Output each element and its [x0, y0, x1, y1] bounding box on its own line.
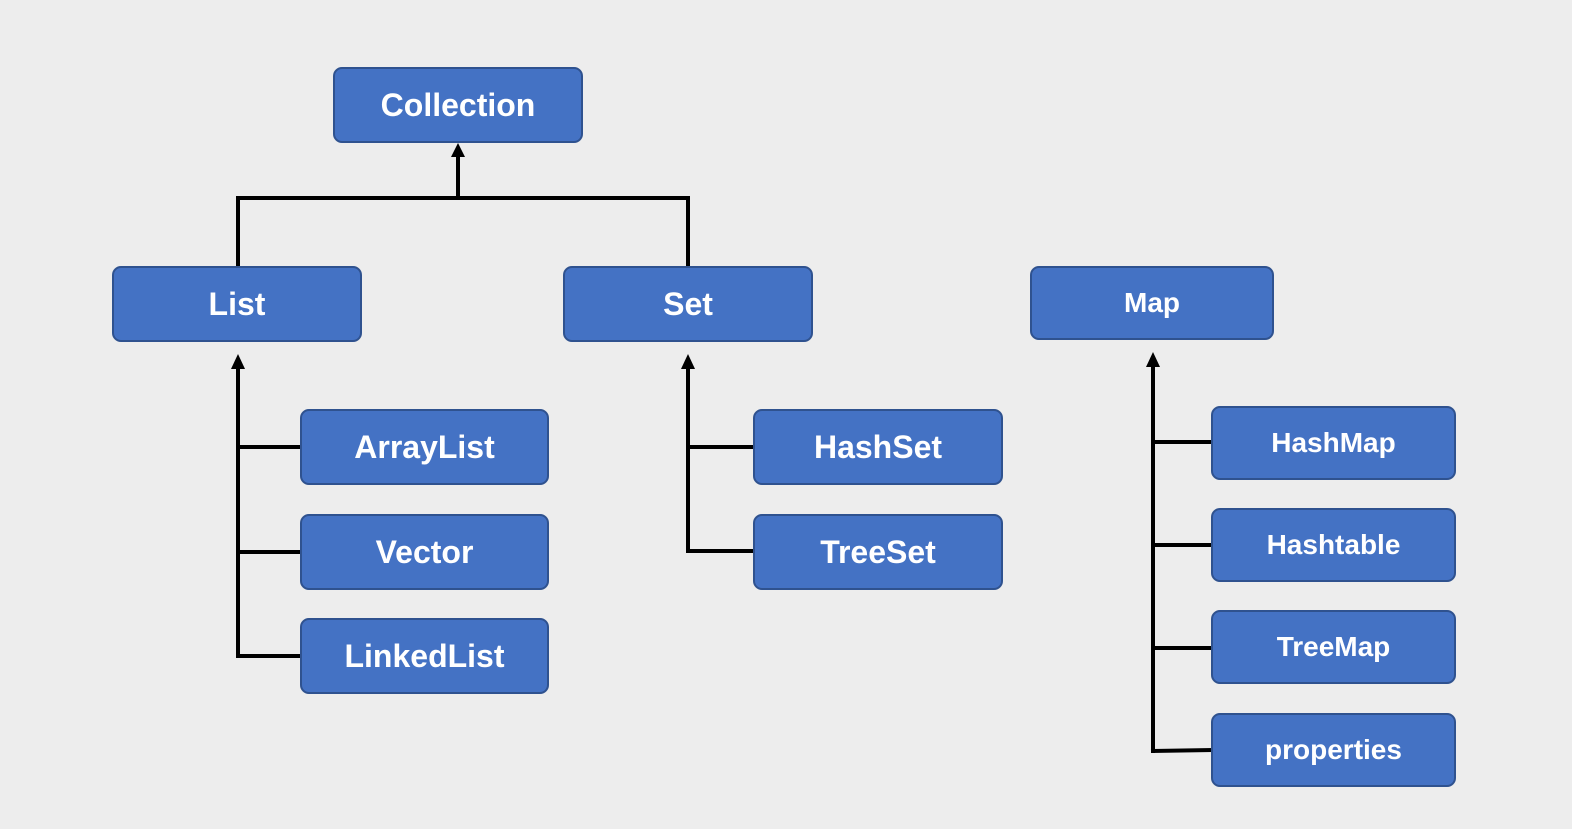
- hashtable-node: Hashtable: [1211, 508, 1456, 582]
- arrow-to-set: [681, 354, 695, 369]
- set-node: Set: [563, 266, 813, 342]
- connector-list-set-bus: [236, 196, 690, 268]
- map-node: Map: [1030, 266, 1274, 340]
- arrow-to-map: [1146, 352, 1160, 367]
- treeset-node: TreeSet: [753, 514, 1003, 590]
- treemap-node: TreeMap: [1211, 610, 1456, 684]
- hashmap-node: HashMap: [1211, 406, 1456, 480]
- vector-node: Vector: [300, 514, 549, 590]
- arrow-to-list: [231, 354, 245, 369]
- connector-properties: [1150, 747, 1214, 754]
- hashset-node: HashSet: [753, 409, 1003, 485]
- list-node: List: [112, 266, 362, 342]
- arraylist-node: ArrayList: [300, 409, 549, 485]
- collection-node: Collection: [333, 67, 583, 143]
- linkedlist-node: LinkedList: [300, 618, 549, 694]
- arrow-to-collection: [451, 143, 465, 157]
- properties-node: properties: [1211, 713, 1456, 787]
